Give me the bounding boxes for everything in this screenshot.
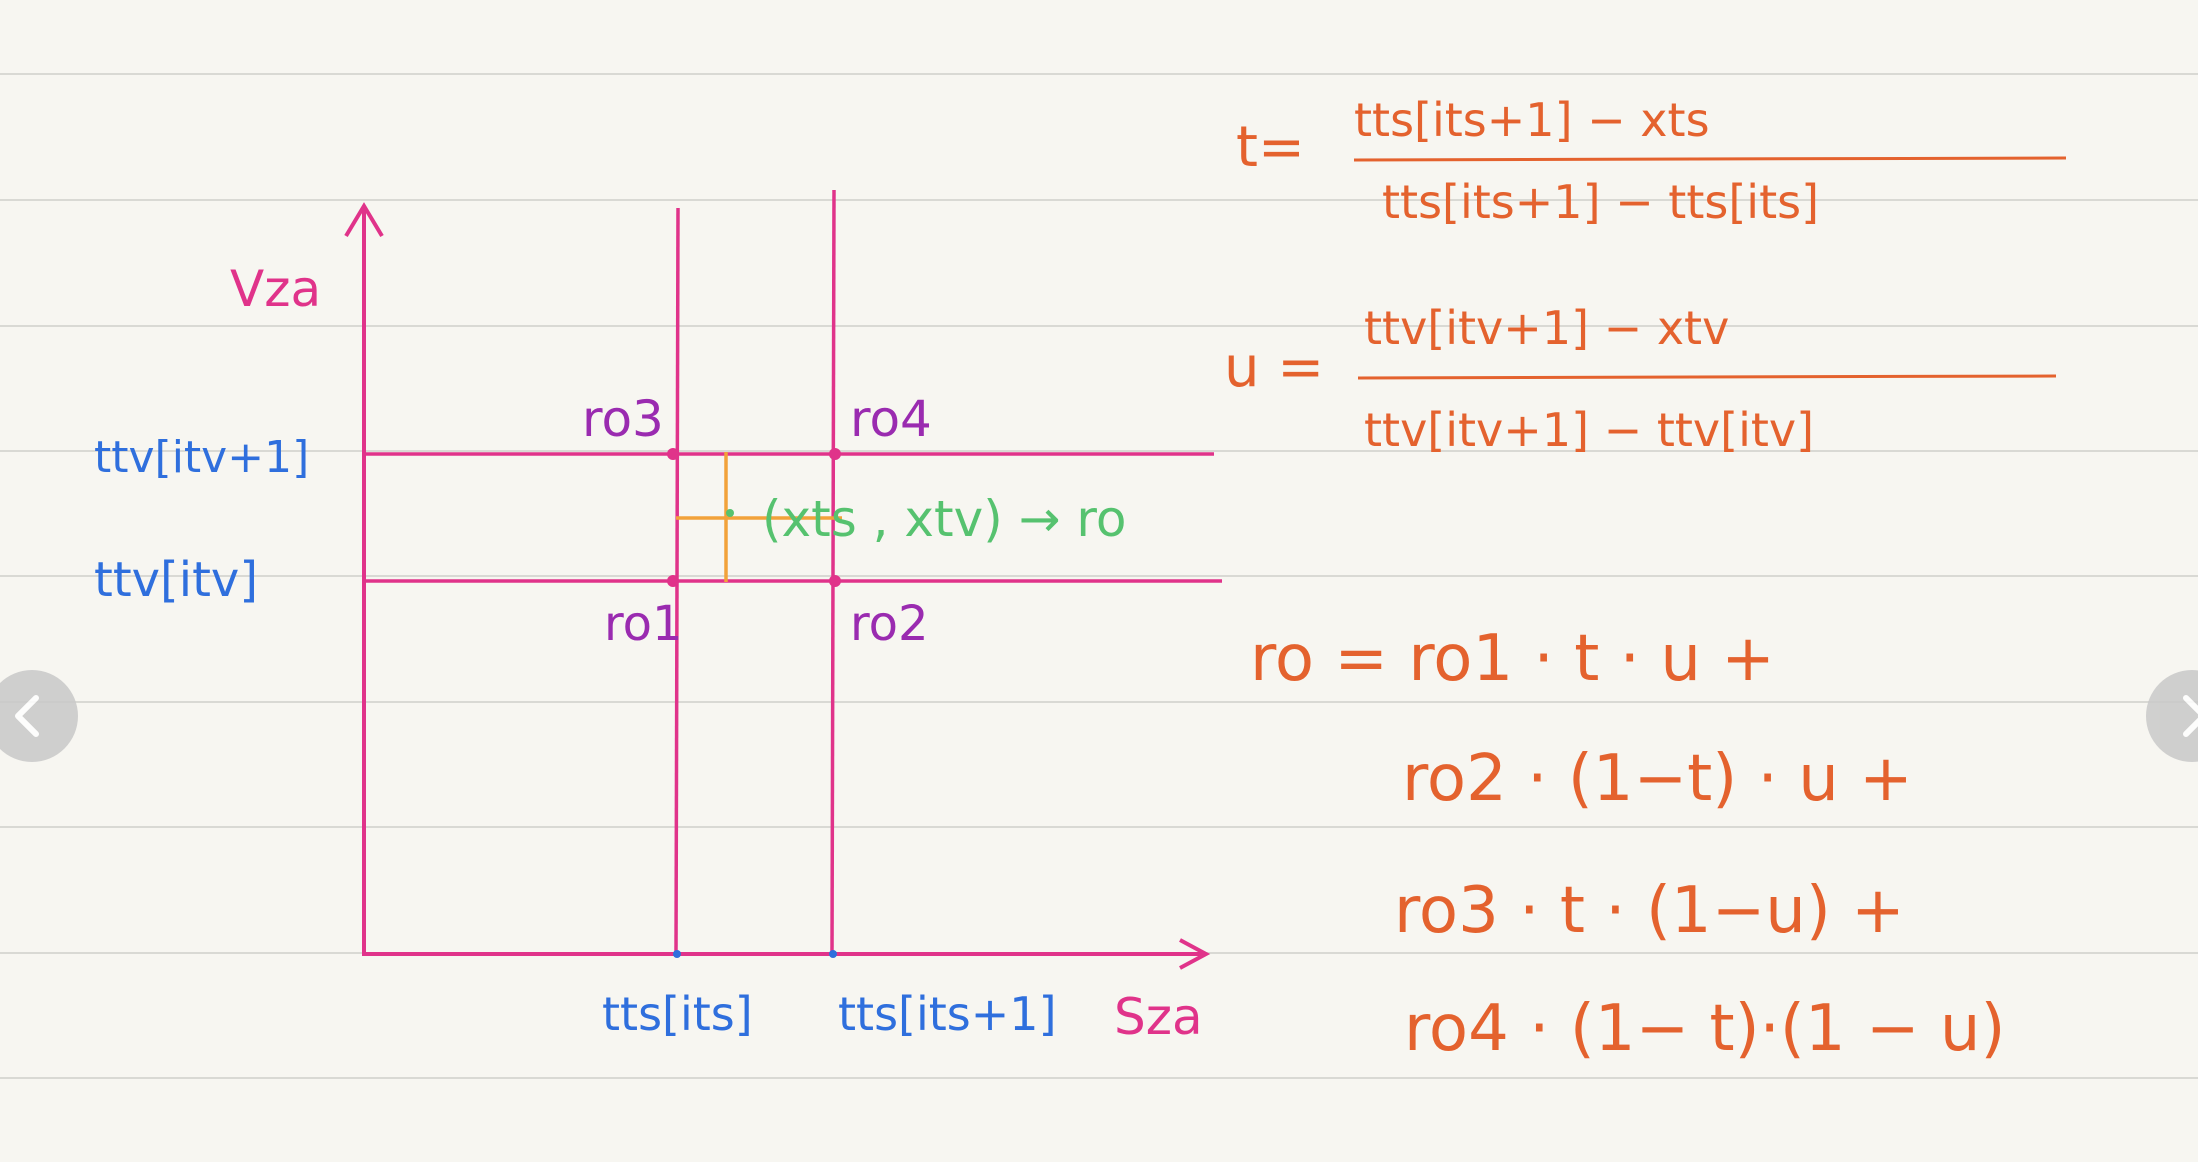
corner-point-ro2 bbox=[829, 575, 841, 587]
x-tick-right: tts[its+1] bbox=[838, 987, 1057, 1041]
u-formula-denominator: ttv[itv+1] − ttv[itv] bbox=[1364, 403, 1814, 457]
interpolation-point bbox=[726, 509, 734, 517]
x-axis-arrow-icon bbox=[1179, 938, 1211, 970]
tick-point-its bbox=[673, 950, 681, 958]
corner-label-ro3: ro3 bbox=[582, 390, 664, 448]
ro-formula-line-3: ro3 · t · (1−u) + bbox=[1394, 874, 1905, 948]
x-axis-label: Sza bbox=[1114, 988, 1203, 1046]
ro-formula-line-2: ro2 · (1−t) · u + bbox=[1402, 742, 1913, 816]
interpolation-diagram: Vza Sza ttv[itv+1] ttv[itv] tts[its] tts… bbox=[94, 189, 1222, 1046]
corner-label-ro4: ro4 bbox=[850, 390, 932, 448]
t-formula-denominator: tts[its+1] − tts[its] bbox=[1382, 175, 1819, 229]
chevron-right-icon bbox=[2183, 695, 2198, 737]
corner-label-ro1: ro1 bbox=[604, 596, 683, 652]
x-tick-left: tts[its] bbox=[602, 987, 753, 1041]
corner-point-ro4 bbox=[829, 448, 841, 460]
formulas: t= tts[its+1] − xts tts[its+1] − tts[its… bbox=[1224, 93, 2067, 1066]
ro-formula-line-1: ro = ro1 · t · u + bbox=[1250, 622, 1775, 696]
tick-point-its1 bbox=[829, 950, 837, 958]
u-fraction-bar bbox=[1357, 374, 2057, 380]
y-tick-lower: ttv[itv] bbox=[94, 552, 258, 608]
u-formula-lhs: u = bbox=[1224, 335, 1324, 400]
corner-point-ro1 bbox=[667, 575, 679, 587]
point-label: (xts , xtv) → ro bbox=[762, 490, 1126, 548]
corner-point-ro3 bbox=[667, 448, 679, 460]
y-tick-upper: ttv[itv+1] bbox=[94, 432, 309, 483]
u-formula-numerator: ttv[itv+1] − xtv bbox=[1364, 301, 1729, 355]
t-formula-lhs: t= bbox=[1236, 115, 1305, 180]
next-page-button[interactable] bbox=[2146, 670, 2198, 762]
prev-page-button[interactable] bbox=[0, 670, 78, 762]
y-axis-label: Vza bbox=[230, 260, 321, 318]
ro-formula-line-4: ro4 · (1− t)·(1 − u) bbox=[1404, 992, 2005, 1066]
grid-line-tts-right bbox=[830, 189, 836, 955]
ruled-lines bbox=[0, 73, 2198, 1079]
y-axis-arrow-icon bbox=[344, 202, 384, 238]
t-formula-numerator: tts[its+1] − xts bbox=[1354, 93, 1710, 147]
chevron-left-icon bbox=[15, 695, 39, 737]
t-fraction-bar bbox=[1353, 156, 2067, 162]
corner-label-ro2: ro2 bbox=[850, 596, 929, 652]
